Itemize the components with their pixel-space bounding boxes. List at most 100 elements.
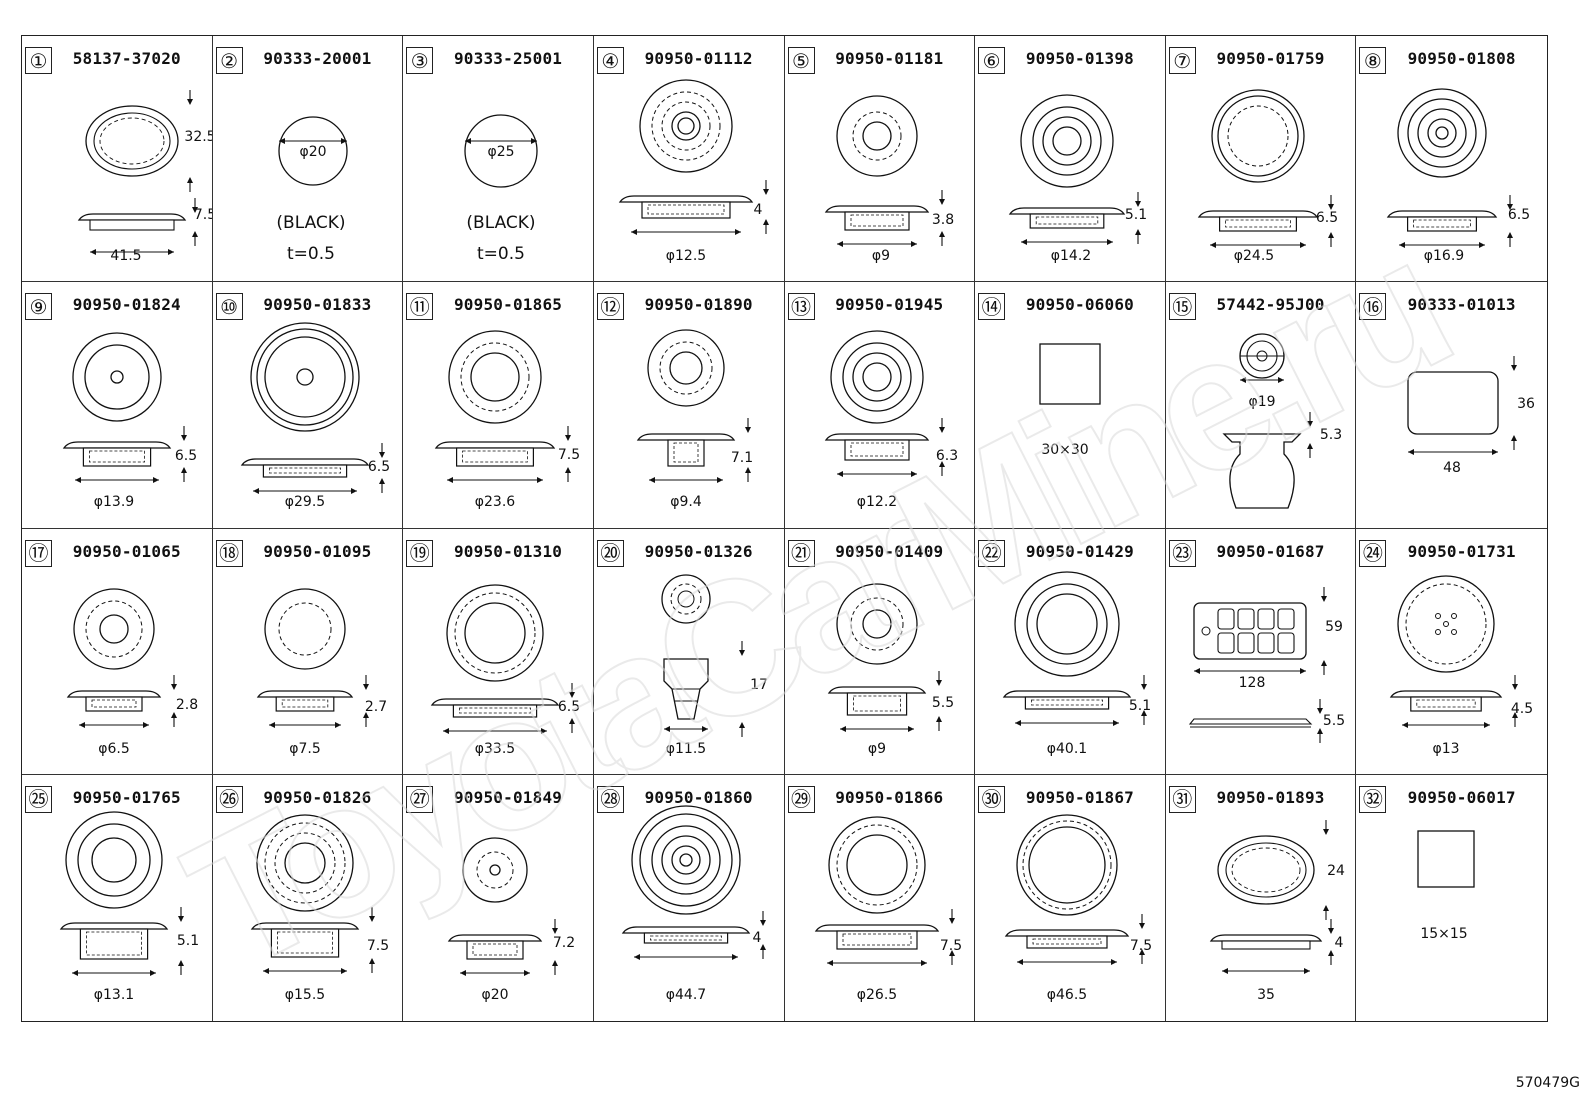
dimension-label: φ33.5 [475,741,515,757]
dimension-label: 32.5 [184,129,212,145]
dimension-label: φ16.9 [1424,248,1464,264]
ring [639,79,733,173]
dimension-label: 7.5 [194,207,212,223]
dimension-label: 41.5 [110,248,141,264]
ring [639,813,733,907]
part-number: 90950-01310 [453,541,563,561]
note-label: t=0.5 [287,244,335,264]
top-view [85,105,179,177]
part-drawing: 2.7φ7.5 [256,587,387,757]
ring [851,352,902,402]
ring [464,601,526,664]
part-number: 90950-01893 [1216,787,1325,807]
dimension-label: φ25 [488,144,515,160]
dimension-label: φ7.5 [289,741,321,757]
part-drawing: φ20(BLACK)t=0.5 [276,116,348,264]
ring [861,362,892,392]
item-number: ⑩ [215,293,243,321]
part-number: 90950-01326 [644,541,753,561]
item-number: ㉜ [1359,785,1387,813]
ring [470,352,520,402]
top-view [647,329,725,407]
ring [85,600,143,657]
ring [661,835,711,885]
part-drawing: 7.1φ9.4 [636,329,753,510]
ring [1032,106,1102,176]
ring [110,370,124,384]
dimension-label: 24 [1327,863,1345,879]
item-number: ㉗ [406,785,434,813]
top-view [446,583,544,682]
dimension-label: φ12.2 [856,494,896,510]
item-number: ⑪ [406,293,434,321]
ring [669,351,703,385]
side-profile [1209,934,1322,950]
part-number: 90950-01808 [1407,49,1516,68]
part-number: 90950-01867 [1025,787,1135,807]
item-number: ㉙ [787,785,815,813]
top-view [263,587,346,670]
dimension-label: φ15.5 [284,987,324,1003]
ring [829,330,924,424]
dimension-label: 7.1 [731,450,753,466]
ring [1022,820,1112,910]
ring [835,95,918,177]
side-profile [66,689,162,712]
side-profile [621,926,751,944]
side-profile [431,697,560,718]
ring [1435,126,1450,140]
dimension-label: φ11.5 [666,741,706,757]
ring [263,587,346,670]
item-number: ① [25,47,52,74]
item-number: ⑬ [787,293,815,321]
ring [460,342,530,412]
dimension-label: 6.5 [367,459,389,475]
dimension-label: 2.8 [176,697,198,713]
panel-grommet [1188,601,1313,727]
item-number: ㉛ [1168,785,1196,813]
dimension-label: 7.5 [366,938,388,954]
dimension-label: 5.5 [1323,713,1345,729]
part-number: 90950-01866 [835,787,944,807]
dimension-label: φ23.6 [475,494,516,510]
ring [1020,94,1114,188]
part-number: 90333-25001 [453,49,563,68]
square-pad [1417,830,1476,888]
item-number: ㉕ [25,785,52,813]
side-profile [1390,689,1503,712]
item-number: ⑲ [406,539,434,567]
item-number: ⑭ [978,293,1006,321]
dimension-label: 7.5 [939,938,961,954]
item-number: ㉘ [596,785,624,813]
part-number: 90950-01409 [835,541,944,561]
ring [489,864,501,876]
part-number: 90950-01398 [1025,49,1135,68]
ring [462,837,528,903]
ring [476,851,514,889]
rect-pad [1407,371,1500,435]
part-number: 90333-20001 [263,49,372,68]
ring [659,341,713,395]
ring [1217,95,1299,177]
ring [679,853,693,867]
ring [1407,98,1478,168]
side-profile [814,924,939,950]
ring [651,825,721,895]
part-drawing: 7.5 φ15.5 [250,814,389,1003]
